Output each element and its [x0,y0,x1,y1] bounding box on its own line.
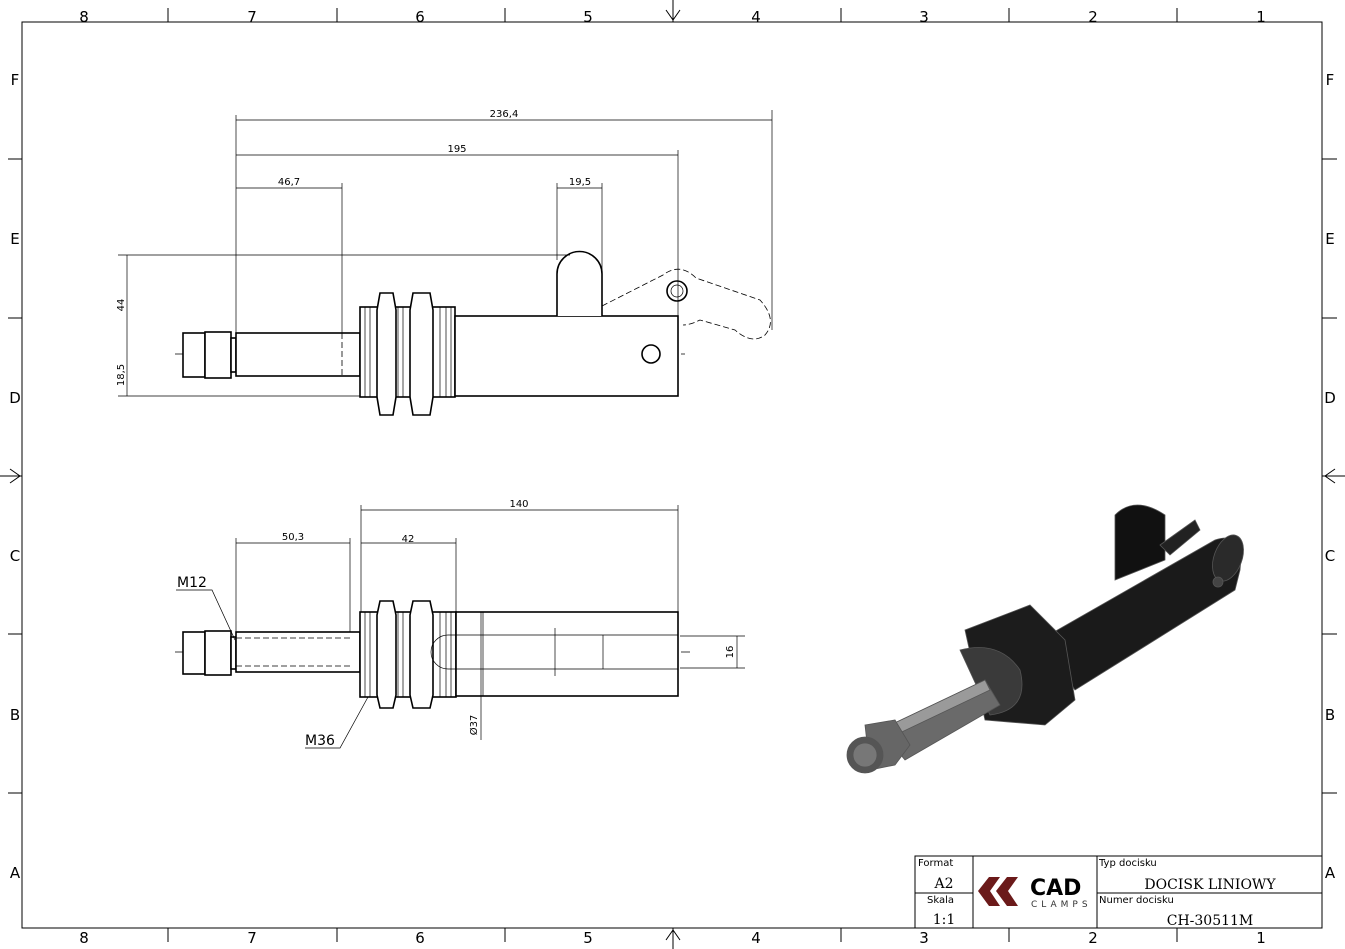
number-label: Numer docisku [1099,895,1174,906]
svg-text:CLAMPS: CLAMPS [1031,900,1092,910]
dim-shaft-length: 46,7 [278,177,300,188]
svg-text:5: 5 [583,929,593,947]
svg-text:F: F [11,71,20,89]
svg-text:D: D [1324,389,1336,407]
scale-label: Skala [927,895,954,906]
grid-row-labels-left: F E D C B A [9,71,21,882]
label-m12: M12 [177,575,207,591]
svg-text:B: B [10,706,20,724]
svg-text:8: 8 [79,929,89,947]
svg-text:8: 8 [79,8,89,26]
svg-text:3: 3 [919,929,929,947]
cad-clamps-logo: CAD CLAMPS [978,876,1092,910]
svg-text:A: A [1325,864,1336,882]
svg-text:1: 1 [1256,929,1266,947]
svg-text:C: C [1325,547,1335,565]
label-m36: M36 [305,733,335,749]
grid-row-labels-right: F E D C B A [1324,71,1336,882]
number-value: CH-30511M [1167,913,1254,929]
svg-text:6: 6 [415,8,425,26]
svg-text:7: 7 [247,929,257,947]
svg-text:6: 6 [415,929,425,947]
type-value: DOCISK LINIOWY [1144,877,1276,893]
drawing-frame [21,21,1323,929]
dim-handle-width: 19,5 [569,177,591,188]
svg-text:3: 3 [919,8,929,26]
dim-height-18-5: 18,5 [116,364,127,386]
svg-text:4: 4 [751,8,761,26]
isometric-view [846,504,1244,774]
svg-text:C: C [10,547,20,565]
svg-text:F: F [1326,71,1335,89]
type-label: Typ docisku [1098,858,1157,869]
svg-text:7: 7 [247,8,257,26]
dim-overall-length: 236,4 [490,109,519,120]
grid-column-labels-bottom: 8 7 6 5 4 3 2 1 [79,929,1266,947]
format-value: A2 [933,876,953,892]
format-label: Format [918,858,953,869]
svg-text:E: E [10,230,19,248]
svg-text:D: D [9,389,21,407]
svg-text:CAD: CAD [1030,876,1081,901]
svg-text:4: 4 [751,929,761,947]
top-view: 236,4 195 46,7 19,5 44 18,5 [116,109,773,416]
dim-body-length: 195 [447,144,466,155]
svg-text:A: A [10,864,21,882]
grid-column-labels-top: 8 7 6 5 4 3 2 1 [79,8,1266,26]
scale-value: 1:1 [933,912,956,928]
svg-text:1: 1 [1256,8,1266,26]
dim-height-44: 44 [116,299,127,312]
dim-body-140: 140 [509,499,528,510]
dim-diameter-37: Ø37 [468,715,480,736]
svg-text:E: E [1325,230,1334,248]
front-view: 140 50,3 42 16 Ø37 M12 M36 [175,499,745,749]
svg-text:5: 5 [583,8,593,26]
dim-shaft-50-3: 50,3 [282,532,304,543]
svg-text:2: 2 [1088,8,1098,26]
svg-text:2: 2 [1088,929,1098,947]
dim-slot-16: 16 [725,646,736,659]
title-block: Format A2 Skala 1:1 CAD CLAMPS Typ docis… [914,855,1323,929]
svg-text:B: B [1325,706,1335,724]
dim-thread-42: 42 [402,534,415,545]
